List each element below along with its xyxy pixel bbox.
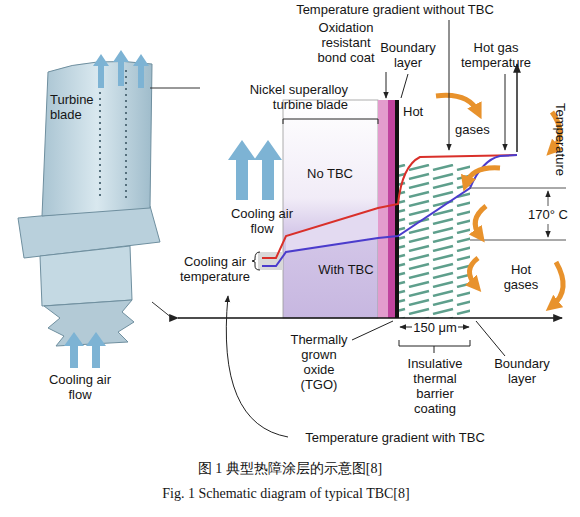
leader-line — [226, 296, 288, 437]
coating-layers — [378, 100, 388, 318]
coating-layers — [395, 100, 399, 318]
dimension-bracket — [470, 188, 566, 189]
label: Boundary layer — [490, 356, 554, 386]
label: Turbine blade — [50, 92, 110, 122]
leader-line — [458, 327, 469, 328]
cooling-arrow — [254, 140, 282, 200]
cooling-arrow — [133, 54, 149, 88]
leader-line — [226, 20, 505, 437]
dimension-bracket — [548, 191, 549, 206]
leader-line — [400, 327, 412, 328]
coating-layers — [283, 100, 378, 318]
label: Cooling air flow — [230, 206, 294, 236]
label: Cooling air temperature — [176, 254, 254, 284]
zoom-line — [152, 302, 172, 318]
cooling-arrow — [86, 332, 106, 368]
leader-line — [399, 340, 470, 346]
label: Oxidation resistant bond coat — [308, 20, 384, 65]
hot-gas-arrow — [436, 95, 563, 306]
axis — [178, 317, 562, 318]
label: Boundary layer — [376, 40, 440, 70]
label: Hot gas temperature — [454, 40, 538, 70]
label: 150 μm — [413, 320, 457, 335]
label: Thermally grown oxide (TGO) — [286, 332, 352, 392]
coating-layers — [399, 164, 470, 318]
temperature-curve — [262, 155, 517, 266]
label: Nickel superalloy turbine blade — [226, 82, 348, 112]
turbine-blade-illustration — [125, 70, 127, 202]
label: Hot — [403, 104, 433, 119]
cooling-arrow — [93, 54, 109, 88]
leader-line — [449, 20, 450, 150]
leader-line — [476, 321, 505, 356]
label: Hot gases — [498, 262, 544, 292]
coating-layers — [388, 100, 395, 318]
figure-caption: Fig. 1 Schematic diagram of typical TBC[… — [0, 486, 576, 501]
label: Insulative thermal barrier coating — [400, 356, 470, 416]
label: Temperature — [553, 100, 568, 180]
cooling-arrow — [64, 332, 84, 368]
figure-caption: 图 1 典型热障涂层的示意图[8] — [0, 460, 580, 478]
turbine-blade-illustration — [44, 300, 134, 346]
label: Cooling air flow — [48, 372, 112, 402]
label: No TBC — [300, 166, 360, 181]
temperature-curve — [262, 155, 517, 258]
hot-gas-arrow — [552, 262, 563, 306]
zoom-line — [150, 88, 200, 89]
leader-line — [434, 346, 435, 353]
leader-line — [252, 252, 260, 270]
turbine-blade-illustration — [40, 246, 132, 306]
cooling-arrow — [228, 140, 256, 200]
turbine-blade-illustration — [18, 61, 160, 346]
hot-gas-arrow — [475, 206, 486, 236]
label: 170° C — [526, 207, 570, 222]
label: gases — [455, 122, 495, 137]
label: Temperature gradient without TBC — [280, 2, 510, 17]
label: Temperature gradient with TBC — [280, 430, 510, 445]
hot-gas-arrow — [469, 258, 478, 286]
leader-line — [401, 74, 408, 98]
leader-line — [386, 72, 387, 98]
turbine-blade-illustration — [99, 74, 101, 200]
hot-gas-arrow — [466, 168, 500, 184]
leader-line — [352, 321, 393, 340]
label: With TBC — [314, 262, 378, 277]
axis — [516, 64, 517, 152]
leader-line — [283, 119, 378, 124]
cooling-arrow — [113, 50, 129, 86]
leader-line — [505, 74, 506, 150]
dimension-bracket — [548, 224, 549, 237]
turbine-blade-illustration — [42, 61, 152, 216]
hot-gas-arrow — [436, 95, 478, 112]
temperature-curve — [262, 155, 517, 266]
dimension-bracket — [470, 240, 566, 241]
